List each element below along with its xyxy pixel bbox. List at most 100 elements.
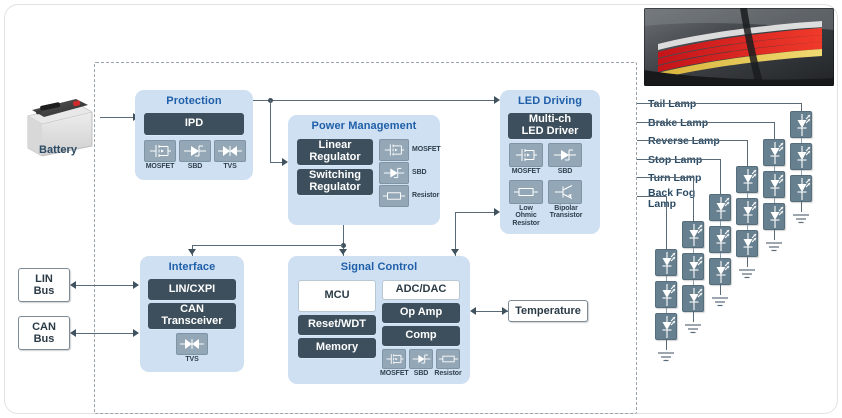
led-symbol-icon <box>682 221 704 248</box>
block-protection[interactable]: Protection IPD MOSFET SBD TVS <box>135 90 253 180</box>
battery-label: Battery <box>39 144 77 156</box>
wire-interface-rail <box>244 245 343 247</box>
arrow-temperature-left <box>470 307 476 315</box>
protection-title: Protection <box>166 95 222 107</box>
wire-turn-ground <box>693 312 695 322</box>
wire-tail-led-link <box>801 170 802 175</box>
wire-tail-ground <box>801 202 803 212</box>
led-driving-title: LED Driving <box>517 95 583 107</box>
led-symbol-icon <box>682 253 704 280</box>
icon-caption-tvs: TVS <box>223 163 237 170</box>
lin-bus-box[interactable]: LIN Bus <box>18 268 70 302</box>
mosfet-symbol-icon <box>382 349 406 369</box>
wire-rail-to-power-management <box>270 100 272 162</box>
lamp-label-back-fog: Back Fog Lamp <box>648 187 696 211</box>
wire-tail-led-link <box>801 138 802 143</box>
wire-backfog-led-link <box>666 307 667 313</box>
chip-can-transceiver[interactable]: CAN Transceiver <box>148 303 236 329</box>
chip-ipd[interactable]: IPD <box>144 113 244 135</box>
chip-comp[interactable]: Comp <box>382 326 460 346</box>
low-ohmic-resistor-symbol-icon <box>509 180 543 204</box>
temperature-sensor-box[interactable]: Temperature <box>508 300 588 322</box>
wire-stop-led-link <box>720 252 721 258</box>
wire-signal-control-up <box>455 212 457 256</box>
wire-tail-feed <box>637 103 801 105</box>
wire-backfog-led-link <box>666 275 667 281</box>
chip-reset-wdt[interactable]: Reset/WDT <box>298 315 376 335</box>
ground-symbol-icon <box>711 294 729 306</box>
lamp-label-brake: Brake Lamp <box>648 117 709 129</box>
ground-symbol-icon <box>792 211 810 224</box>
chip-adc-dac[interactable]: ADC/DAC <box>382 280 460 300</box>
led-symbol-icon <box>790 175 812 202</box>
icon-caption-mosfet: MOSFET <box>380 370 409 377</box>
led-symbol-icon <box>790 111 812 138</box>
chip-memory[interactable]: Memory <box>298 338 376 358</box>
car-tail-light-photo <box>644 8 834 86</box>
wire-battery-to-protection <box>100 117 135 119</box>
chip-lin-cxpi[interactable]: LIN/CXPI <box>148 279 236 300</box>
wire-backfog-feed <box>637 195 666 197</box>
arrow-lin-right <box>133 281 139 289</box>
chip-switching-regulator[interactable]: Switching Regulator <box>297 169 373 195</box>
wire-stop-ground <box>720 284 722 295</box>
wire-brake-led-link <box>774 197 775 203</box>
mosfet-symbol-icon <box>509 143 543 167</box>
wire-reverse-feed <box>637 140 747 142</box>
wire-can-bus <box>76 333 138 335</box>
wire-turn-led-link <box>693 280 694 285</box>
arrow-can-left <box>70 329 76 337</box>
wire-turn-feed <box>637 177 693 179</box>
mosfet-symbol-icon <box>379 139 409 161</box>
block-led-driving[interactable]: LED Driving Multi-ch LED Driver MOSFET S… <box>500 90 600 234</box>
lamp-label-tail: Tail Lamp <box>648 98 696 110</box>
chip-multi-ch-led-driver[interactable]: Multi-ch LED Driver <box>508 113 592 139</box>
arrow-to-signal-control <box>339 249 347 255</box>
block-signal-control[interactable]: Signal Control MCU Reset/WDT Memory ADC/… <box>288 256 470 384</box>
led-symbol-icon <box>763 202 785 230</box>
wire-reverse-ground <box>747 257 749 267</box>
ecu-boundary-dashed-zone <box>94 62 637 414</box>
block-power-management[interactable]: Power Management Linear Regulator Switch… <box>288 115 441 225</box>
chip-linear-regulator[interactable]: Linear Regulator <box>297 139 373 165</box>
wire-turn-led-link <box>693 248 694 253</box>
sbd-diode-symbol-icon <box>379 162 409 184</box>
power-management-title: Power Management <box>311 120 417 132</box>
ground-symbol-icon <box>738 266 756 279</box>
wire-stop-drop <box>720 158 722 194</box>
wire-reverse-led-link <box>747 193 748 198</box>
wire-protection-to-led-driving <box>253 100 498 102</box>
wire-rail-to-power-management-h <box>270 162 284 164</box>
wire-brake-led-link <box>774 165 775 171</box>
led-symbol-icon <box>682 285 704 312</box>
wire-turn-drop <box>693 177 695 221</box>
icon-caption-sbd: SBD <box>557 168 573 175</box>
icon-caption-tvs: TVS <box>185 356 199 363</box>
arrow-into-signal-control <box>451 249 459 255</box>
interface-title: Interface <box>168 261 216 273</box>
icon-caption-sbd: SBD <box>187 163 203 170</box>
can-bus-box[interactable]: CAN Bus <box>18 316 70 350</box>
bipolar-transistor-symbol-icon <box>548 180 582 204</box>
led-symbol-icon <box>655 312 677 340</box>
chip-mcu[interactable]: MCU <box>298 280 376 312</box>
battery-icon <box>16 94 100 170</box>
icon-caption-sbd: SBD <box>413 370 429 377</box>
wire-reverse-drop <box>747 140 749 166</box>
led-symbol-icon <box>763 138 785 166</box>
signal-control-title: Signal Control <box>340 261 418 273</box>
icon-caption-mosfet: MOSFET <box>412 146 441 153</box>
sbd-diode-symbol-icon <box>409 349 433 369</box>
wire-stop-led-link <box>720 220 721 226</box>
block-interface[interactable]: Interface LIN/CXPI CAN Transceiver TVS <box>140 256 244 372</box>
icon-caption-sbd: SBD <box>412 169 427 176</box>
led-symbol-icon <box>655 248 677 276</box>
arrow-temperature-right <box>502 307 508 315</box>
chip-op-amp[interactable]: Op Amp <box>382 303 460 323</box>
led-symbol-icon <box>655 280 677 308</box>
icon-caption-resistor: Resistor <box>412 192 440 199</box>
arrow-can-right <box>133 329 139 337</box>
arrow-to-power-management <box>282 158 288 166</box>
arrow-signal-to-led-driving <box>494 208 500 216</box>
led-symbol-icon <box>709 225 731 253</box>
